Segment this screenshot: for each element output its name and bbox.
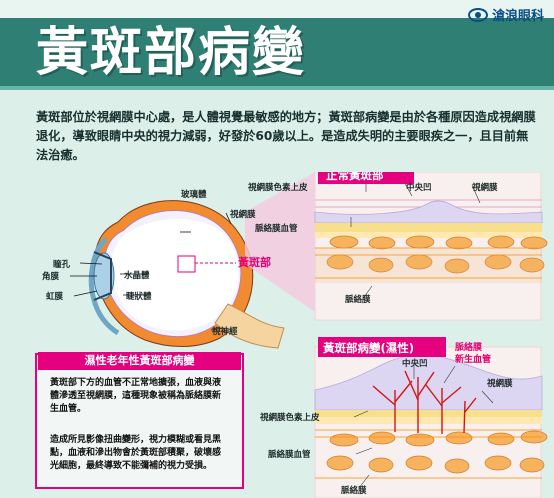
normal-rpe-label: 視網膜色素上皮 [247,182,308,193]
label-cornea: 角膜 [42,271,60,282]
label-ciliary: 睫狀體 [126,291,152,302]
label-optic-nerve: 視神經 [211,326,238,337]
normal-heading-bg [318,172,414,184]
label-macula: 黃斑部 [237,255,271,269]
normal-fovea-label: 中央凹 [406,182,432,193]
wet-rpe-label: 視網膜色素上皮 [259,412,320,423]
normal-heading: 正常黃斑部 [326,172,384,182]
normal-retina-label: 視網膜 [471,182,498,193]
title-bar [0,18,554,88]
wet-fovea-label: 中央凹 [402,358,428,369]
eye-logo-icon [467,7,488,22]
wet-heading: 黃斑部病變(濕性) [322,341,414,355]
wet-amd-paragraph-1: 黃斑部下方的血管不正常地擴張，血液與液體滲透至視網膜，這種現象被稱為脈絡膜新生血… [50,378,222,414]
wet-amd-title: 濕性老年性黃斑部病變 [38,352,241,370]
wet-macula-panel [314,346,548,498]
label-lens: 水晶體 [123,270,150,281]
wet-heading-bg [318,337,446,357]
eye-diagram [70,200,285,349]
intro-text: 黃斑部位於視網膜中心處，是人體視覺最敏感的地方；黃斑部病變是由於各種原因造成視網… [36,110,536,162]
wet-amd-box [35,353,244,489]
normal-choroid-label: 脈絡膜 [345,294,371,305]
page-title: 黃斑部病變 [36,23,307,83]
neovessels [372,370,477,434]
wet-amd-paragraph-2: 造成所見影像扭曲變形，視力模糊或看見黑點，血液和滲出物會於黃斑部積聚，破壞感光細… [50,435,222,471]
clinic-name: 滄浪眼科 [491,9,544,24]
macular-diagram: 玻璃體 視網膜 瞳孔 角膜 水晶體 虹膜 睫狀體 視神經 黃斑部 正常黃斑部 視… [42,172,548,498]
wet-neovessel-line2: 新生血管 [455,353,491,365]
title-stripe [0,86,554,90]
clinic-logo: 滄浪眼科 [467,5,544,24]
label-vitreous: 玻璃體 [181,189,207,200]
label-retina-eye: 視網膜 [229,209,256,220]
wet-retina-label: 視網膜 [486,378,513,389]
top-strip [0,0,554,18]
normal-vessel-label: 脈絡膜血管 [255,223,298,234]
projection-beam [245,172,315,312]
wet-neovessel-line1: 脈絡膜 [455,341,483,353]
label-pupil: 瞳孔 [53,259,71,270]
wet-vessel-label: 脈絡膜血管 [268,449,311,460]
normal-macula-panel [314,172,548,321]
label-iris: 虹膜 [46,291,64,302]
wet-choroid-label: 脈絡膜 [341,485,367,496]
